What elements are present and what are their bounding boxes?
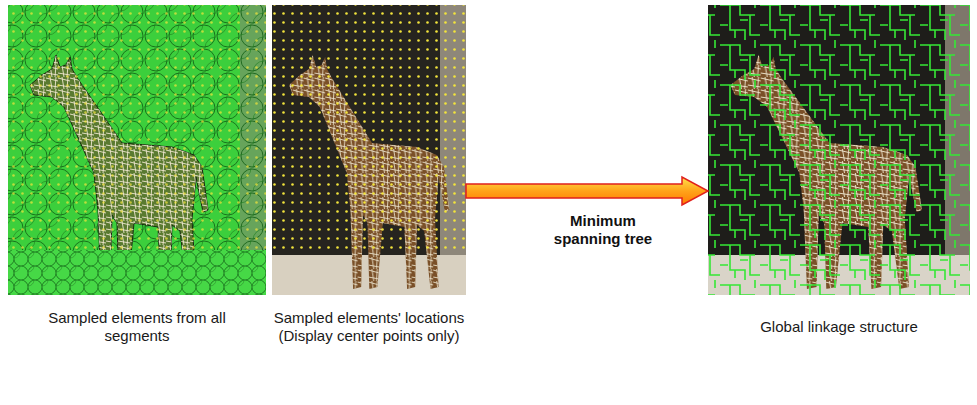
- panel-caption: Global linkage structure: [719, 318, 959, 336]
- edge-label: Minimum spanning tree: [549, 212, 657, 248]
- panel-caption: Sampled elements from all segments: [19, 309, 255, 345]
- block-arrow: [466, 177, 708, 205]
- panel-mst-structure: [708, 5, 970, 295]
- image-panel: Sampled elements' locations (Display cen…: [272, 5, 466, 347]
- panel-caption: Sampled elements' locations (Display cen…: [266, 309, 472, 345]
- image-panel: Sampled elements from all segments: [8, 5, 266, 347]
- panel-yellow-points: [272, 5, 466, 295]
- panel-green-elements: [8, 5, 266, 295]
- image-panel: Global linkage structure: [708, 5, 970, 338]
